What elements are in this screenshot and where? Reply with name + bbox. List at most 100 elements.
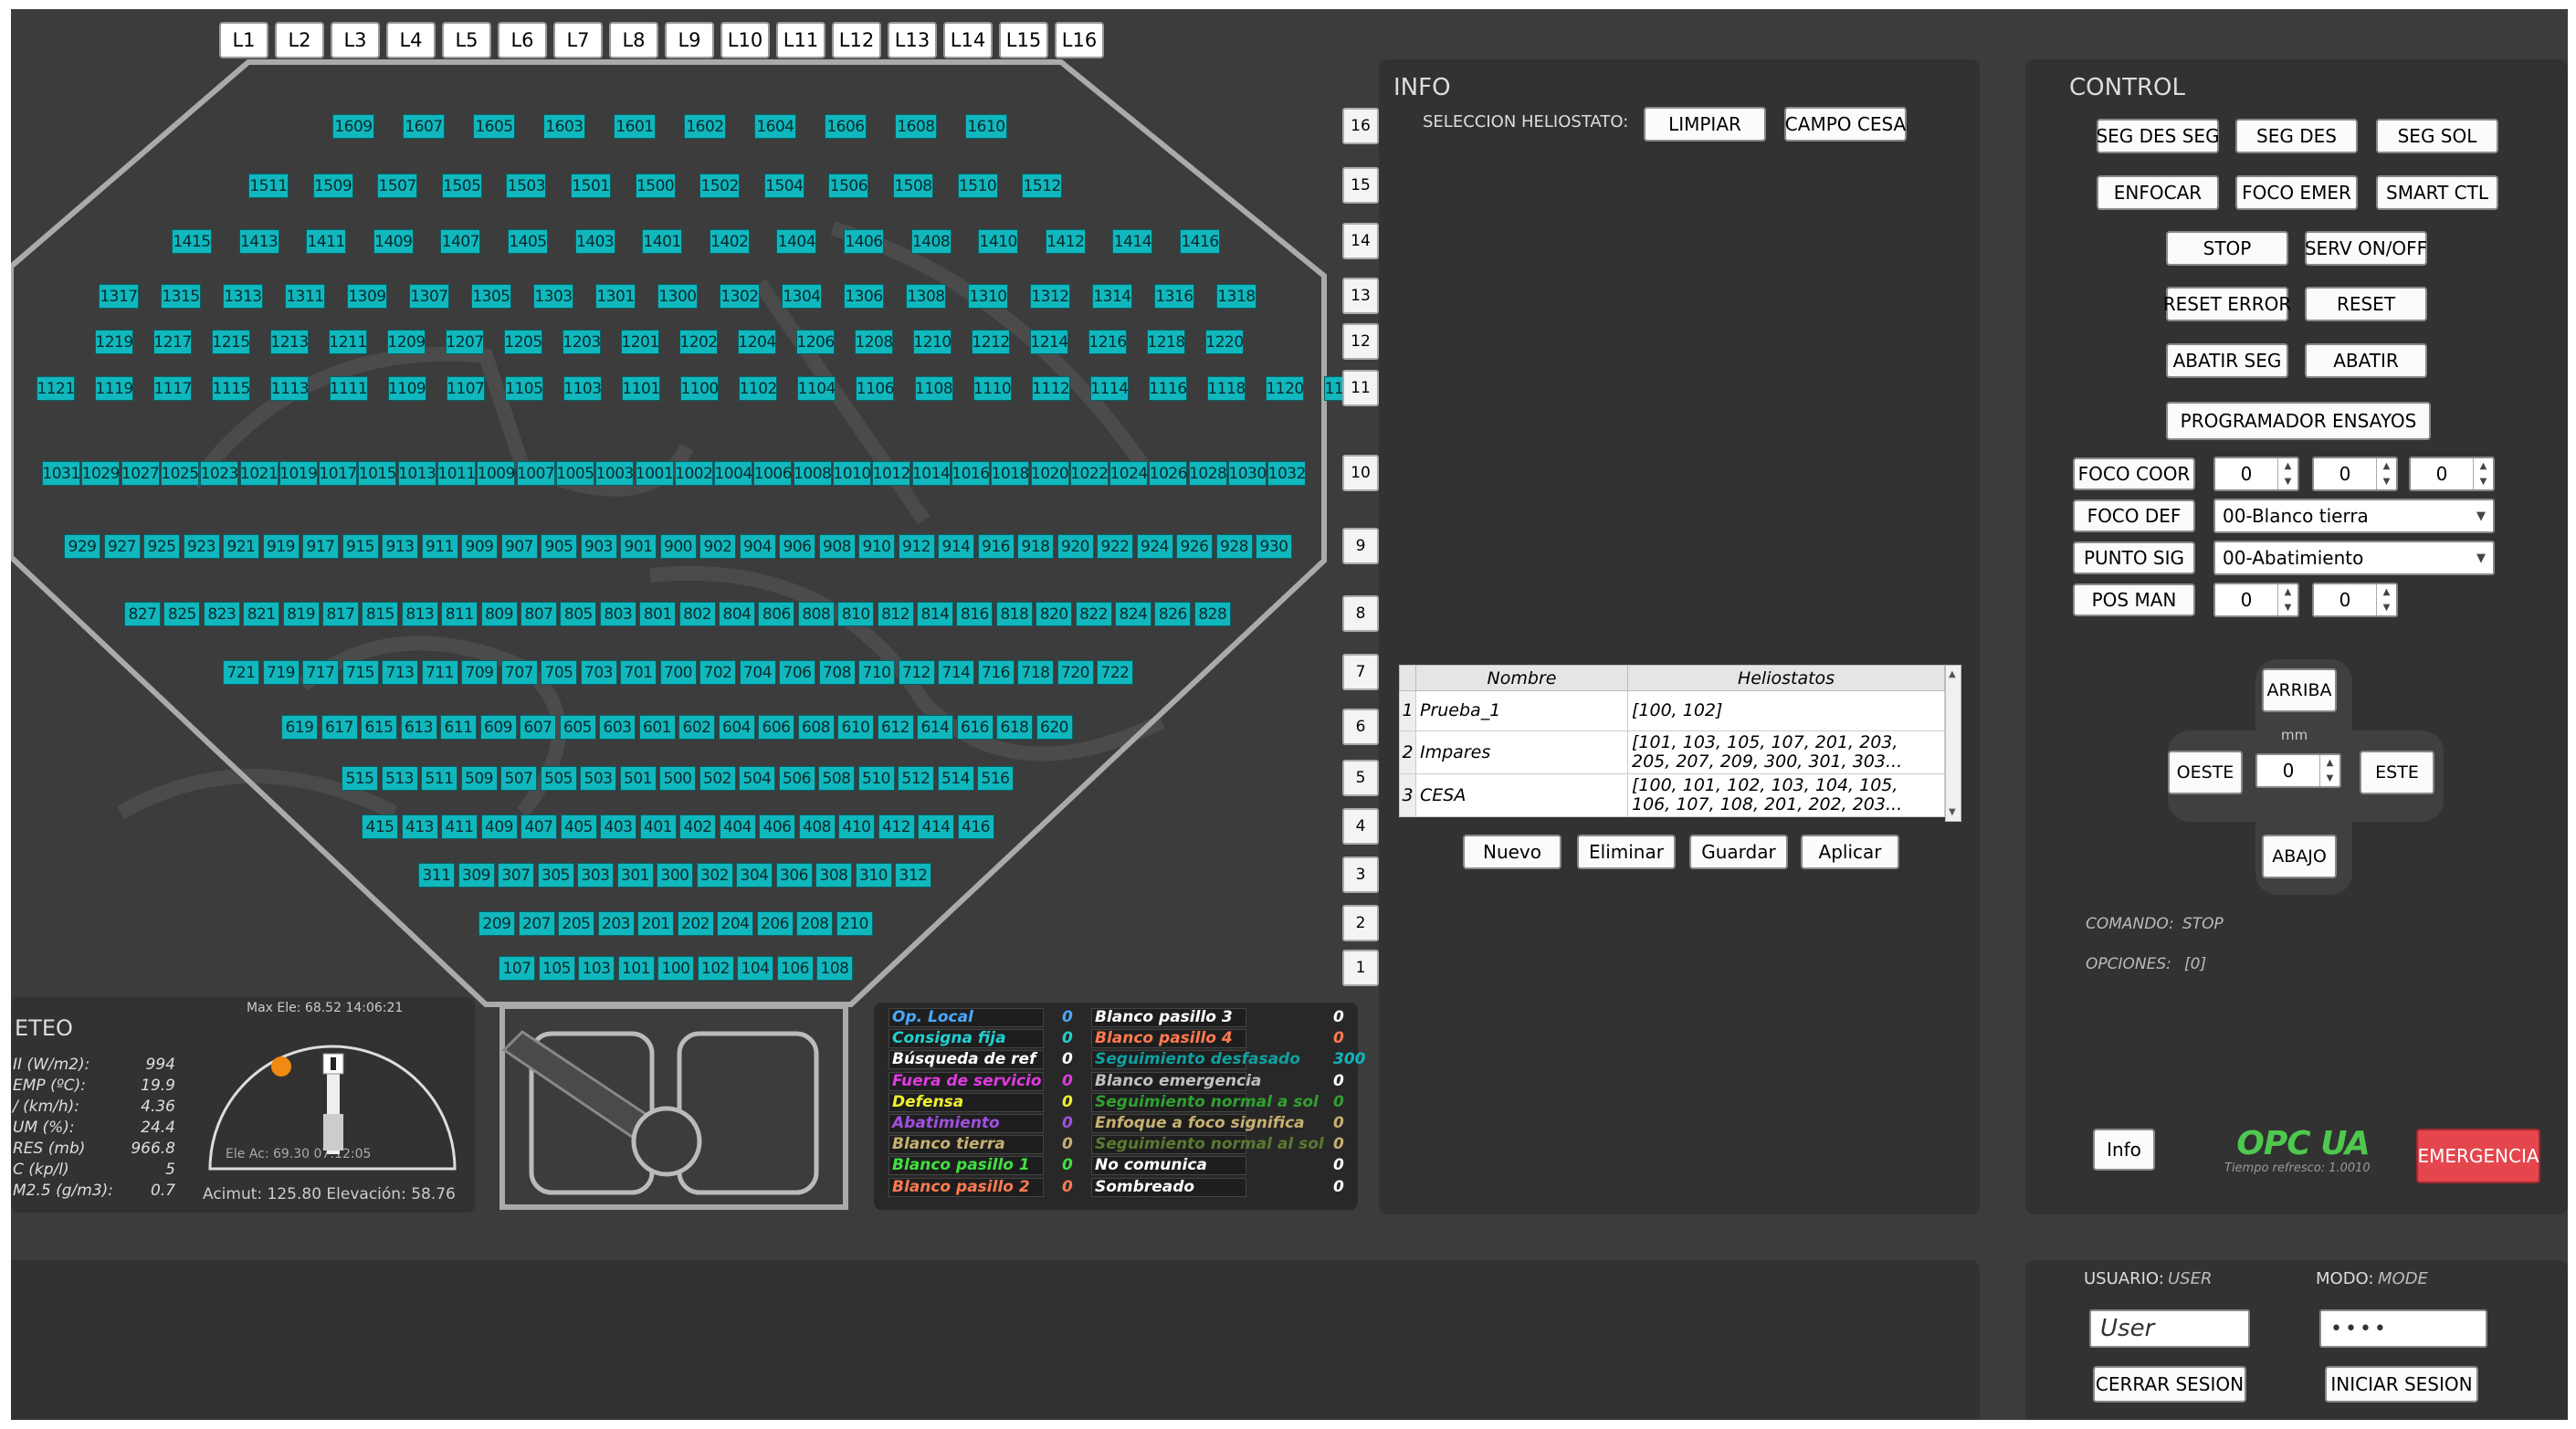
- tab-l11[interactable]: L11: [776, 22, 825, 58]
- heliostat-1204[interactable]: 1204: [738, 330, 776, 354]
- heliostat-907[interactable]: 907: [500, 534, 538, 559]
- heliostat-1030[interactable]: 1030: [1228, 461, 1267, 486]
- heliostat-306[interactable]: 306: [775, 863, 813, 888]
- heliostat-706[interactable]: 706: [779, 660, 815, 685]
- heliostat-1408[interactable]: 1408: [910, 229, 952, 254]
- heliostat-407[interactable]: 407: [520, 814, 557, 839]
- heliostat-810[interactable]: 810: [837, 602, 875, 626]
- heliostat-206[interactable]: 206: [756, 911, 794, 936]
- heliostat-104[interactable]: 104: [737, 956, 773, 981]
- up-button[interactable]: ARRIBA: [2262, 668, 2337, 712]
- heliostat-209[interactable]: 209: [478, 911, 515, 936]
- heliostat-303[interactable]: 303: [577, 863, 614, 888]
- heliostat-1210[interactable]: 1210: [913, 330, 952, 354]
- set-heliostats-cell[interactable]: [100, 102]: [1627, 690, 1945, 731]
- heliostat-814[interactable]: 814: [917, 602, 953, 626]
- password-input[interactable]: ••••: [2319, 1309, 2487, 1348]
- test-programmer-button[interactable]: PROGRAMADOR ENSAYOS: [2166, 402, 2431, 440]
- heliostat-1415[interactable]: 1415: [172, 229, 212, 254]
- heliostat-826[interactable]: 826: [1154, 602, 1192, 626]
- heliostat-717[interactable]: 717: [302, 660, 339, 685]
- heliostat-823[interactable]: 823: [203, 602, 240, 626]
- heliostat-203[interactable]: 203: [597, 911, 635, 936]
- heliostat-1121[interactable]: 1121: [37, 376, 75, 401]
- heliostat-609[interactable]: 609: [479, 715, 517, 740]
- heliostat-1404[interactable]: 1404: [776, 229, 817, 254]
- table-scrollbar[interactable]: ▲▼: [1945, 665, 1961, 822]
- coord-x-spinbox[interactable]: 0▲▼: [2213, 457, 2299, 491]
- heliostat-107[interactable]: 107: [499, 956, 535, 981]
- heliostat-804[interactable]: 804: [719, 602, 755, 626]
- heliostat-201[interactable]: 201: [637, 911, 674, 936]
- heliostat-1004[interactable]: 1004: [714, 461, 752, 486]
- heliostat-1500[interactable]: 1500: [635, 173, 676, 198]
- heliostat-615[interactable]: 615: [361, 715, 397, 740]
- row-button-16[interactable]: 16: [1342, 108, 1379, 144]
- heliostat-1217[interactable]: 1217: [153, 330, 192, 354]
- heliostat-918[interactable]: 918: [1017, 534, 1054, 559]
- heliostat-1114[interactable]: 1114: [1089, 376, 1129, 401]
- heliostat-1021[interactable]: 1021: [239, 461, 279, 486]
- heliostat-913[interactable]: 913: [382, 534, 418, 559]
- heliostat-1413[interactable]: 1413: [238, 229, 279, 254]
- heliostat-1201[interactable]: 1201: [621, 330, 659, 354]
- heliostat-1022[interactable]: 1022: [1069, 461, 1109, 486]
- heliostat-701[interactable]: 701: [620, 660, 657, 685]
- heliostat-1219[interactable]: 1219: [95, 330, 133, 354]
- heliostat-1102[interactable]: 1102: [739, 376, 777, 401]
- heliostat-1027[interactable]: 1027: [121, 461, 160, 486]
- heliostat-914[interactable]: 914: [938, 534, 974, 559]
- heliostat-1007[interactable]: 1007: [516, 461, 555, 486]
- logout-button[interactable]: CERRAR SESION: [2093, 1366, 2246, 1403]
- heliostat-821[interactable]: 821: [243, 602, 280, 626]
- heliostat-1106[interactable]: 1106: [856, 376, 895, 401]
- heliostat-1315[interactable]: 1315: [161, 284, 201, 309]
- heliostat-825[interactable]: 825: [163, 602, 201, 626]
- heliostat-920[interactable]: 920: [1057, 534, 1094, 559]
- heliostat-612[interactable]: 612: [877, 715, 914, 740]
- tab-l14[interactable]: L14: [943, 22, 993, 58]
- row-button-6[interactable]: 6: [1342, 709, 1379, 745]
- manual-position-button[interactable]: POS MAN: [2073, 583, 2195, 616]
- heliostat-923[interactable]: 923: [183, 534, 220, 559]
- heliostat-1118[interactable]: 1118: [1207, 376, 1246, 401]
- seg-des-button[interactable]: SEG DES: [2235, 119, 2358, 153]
- heliostat-617[interactable]: 617: [321, 715, 358, 740]
- heliostat-1026[interactable]: 1026: [1149, 461, 1188, 486]
- row-button-11[interactable]: 11: [1342, 370, 1379, 406]
- heliostat-1309[interactable]: 1309: [347, 284, 387, 309]
- heliostat-411[interactable]: 411: [441, 814, 478, 839]
- heliostat-501[interactable]: 501: [619, 766, 657, 791]
- coord-y-spinbox[interactable]: 0▲▼: [2312, 457, 2398, 491]
- reset-button[interactable]: RESET: [2305, 287, 2427, 321]
- heliostat-413[interactable]: 413: [401, 814, 438, 839]
- row-button-3[interactable]: 3: [1342, 856, 1379, 893]
- heliostat-1212[interactable]: 1212: [972, 330, 1010, 354]
- heliostat-708[interactable]: 708: [818, 660, 856, 685]
- heliostat-1010[interactable]: 1010: [833, 461, 871, 486]
- row-button-14[interactable]: 14: [1342, 223, 1379, 259]
- heliostat-610[interactable]: 610: [837, 715, 874, 740]
- heliostat-602[interactable]: 602: [678, 715, 715, 740]
- heliostat-1411[interactable]: 1411: [306, 229, 347, 254]
- heliostat-818[interactable]: 818: [995, 602, 1033, 626]
- heliostat-1604[interactable]: 1604: [754, 114, 796, 139]
- heliostat-921[interactable]: 921: [223, 534, 259, 559]
- heliostat-208[interactable]: 208: [796, 911, 833, 936]
- heliostat-1203[interactable]: 1203: [563, 330, 601, 354]
- seg-sol-button[interactable]: SEG SOL: [2376, 119, 2498, 153]
- heliostat-402[interactable]: 402: [679, 814, 716, 839]
- abatir-button[interactable]: ABATIR: [2305, 343, 2427, 378]
- heliostat-504[interactable]: 504: [739, 766, 775, 791]
- set-name-cell[interactable]: Impares: [1415, 730, 1628, 774]
- heliostat-1202[interactable]: 1202: [679, 330, 718, 354]
- heliostat-807[interactable]: 807: [520, 602, 557, 626]
- heliostat-922[interactable]: 922: [1097, 534, 1133, 559]
- heliostat-904[interactable]: 904: [739, 534, 776, 559]
- heliostat-722[interactable]: 722: [1097, 660, 1133, 685]
- heliostat-1105[interactable]: 1105: [504, 376, 543, 401]
- heliostat-905[interactable]: 905: [541, 534, 577, 559]
- heliostat-601[interactable]: 601: [638, 715, 676, 740]
- set-name-cell[interactable]: Prueba_1: [1415, 690, 1628, 731]
- row-button-4[interactable]: 4: [1342, 808, 1379, 845]
